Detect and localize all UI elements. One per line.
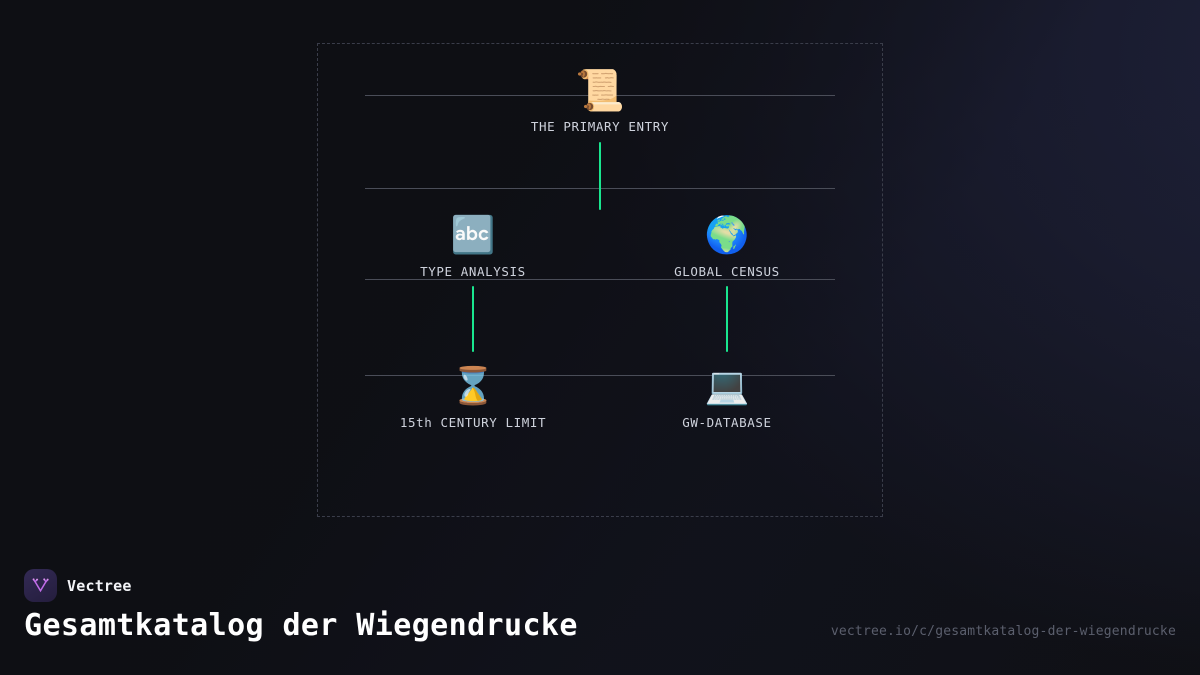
tree-node-type-analysis[interactable]: 🔤 TYPE ANALYSIS bbox=[343, 214, 603, 279]
tree-node-label: GLOBAL CENSUS bbox=[674, 264, 780, 279]
tree-node-gw-database[interactable]: 💻 GW-DATABASE bbox=[597, 365, 857, 430]
brand-name: Vectree bbox=[67, 576, 132, 595]
tree-node-label: 15th CENTURY LIMIT bbox=[399, 415, 547, 430]
tree-node-root[interactable]: 📜 THE PRIMARY ENTRY bbox=[470, 69, 730, 134]
hourglass-done-icon: ⌛ bbox=[450, 366, 496, 407]
footer: Vectree Gesamtkatalog der Wiegendrucke bbox=[0, 555, 1200, 675]
vectree-logo-icon bbox=[24, 569, 57, 602]
scroll-icon: 📜 bbox=[575, 68, 625, 114]
connector-type-analysis-to-century-limit bbox=[472, 286, 474, 352]
connector-global-census-to-gw-database bbox=[726, 286, 728, 352]
tree-node-century-limit[interactable]: ⌛ 15th CENTURY LIMIT bbox=[343, 365, 603, 430]
page-title: Gesamtkatalog der Wiegendrucke bbox=[24, 608, 578, 643]
tree-node-global-census[interactable]: 🌍 GLOBAL CENSUS bbox=[597, 214, 857, 279]
tree-canvas[interactable]: 📜 THE PRIMARY ENTRY 🔤 TYPE ANALYSIS 🌍 GL… bbox=[317, 43, 883, 517]
footer-url: vectree.io/c/gesamtkatalog-der-wiegendru… bbox=[830, 624, 1176, 639]
globe-europe-africa-icon: 🌍 bbox=[704, 215, 750, 256]
depth-rule-2 bbox=[365, 279, 835, 280]
input-latin-letters-icon: 🔤 bbox=[450, 215, 496, 256]
tree-node-label: GW-DATABASE bbox=[682, 415, 772, 430]
tree-canvas-frame bbox=[317, 43, 883, 517]
tree-node-label: TYPE ANALYSIS bbox=[420, 264, 526, 279]
tree-node-label: THE PRIMARY ENTRY bbox=[530, 119, 670, 134]
depth-rule-3 bbox=[365, 375, 835, 376]
connector-root-to-children bbox=[599, 142, 601, 210]
laptop-icon: 💻 bbox=[704, 366, 750, 407]
brand[interactable]: Vectree bbox=[24, 569, 132, 602]
depth-rule-0 bbox=[365, 95, 835, 96]
